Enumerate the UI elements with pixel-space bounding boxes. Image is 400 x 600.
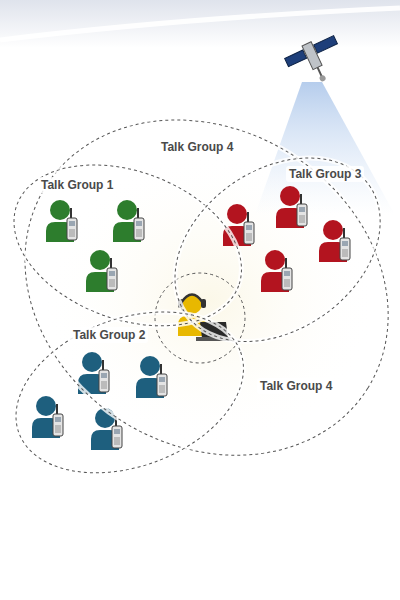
ellipse-glow [0,282,266,502]
talk-group-region: Talk Group 2 [16,312,243,473]
person-radio-icon [136,356,167,398]
sky-swoosh [0,8,400,40]
ellipse-glow [140,120,400,380]
group-label: Talk Group 3 [286,166,364,182]
ellipse-dashed [0,53,400,522]
person-radio-icon [319,220,350,262]
person-radio-icon [91,408,122,450]
satellite [283,32,349,92]
group-label: Talk Group 4 [158,139,236,155]
talk-group-region: Talk Group 1 [14,165,241,326]
group-label: Talk Group 2 [70,327,148,343]
person-radio-icon [113,200,144,242]
sky-band [0,0,400,48]
ellipse-glow [0,135,264,355]
ellipse-glow [0,53,400,522]
person-radio-icon [32,396,63,438]
person-radio-icon [46,200,77,242]
ellipse-dashed [140,120,400,380]
group-label: Talk Group 4 [257,378,335,394]
ellipse-dashed [0,282,266,502]
group-label: Talk Group 1 [38,177,116,193]
person-radio-icon [276,186,307,228]
person-radio-icon [86,250,117,292]
ellipse-outline [175,158,380,342]
talk-group-region: Talk Group 3 [175,158,380,342]
person-radio-icon [261,250,292,292]
ellipse-dashed [0,135,264,355]
